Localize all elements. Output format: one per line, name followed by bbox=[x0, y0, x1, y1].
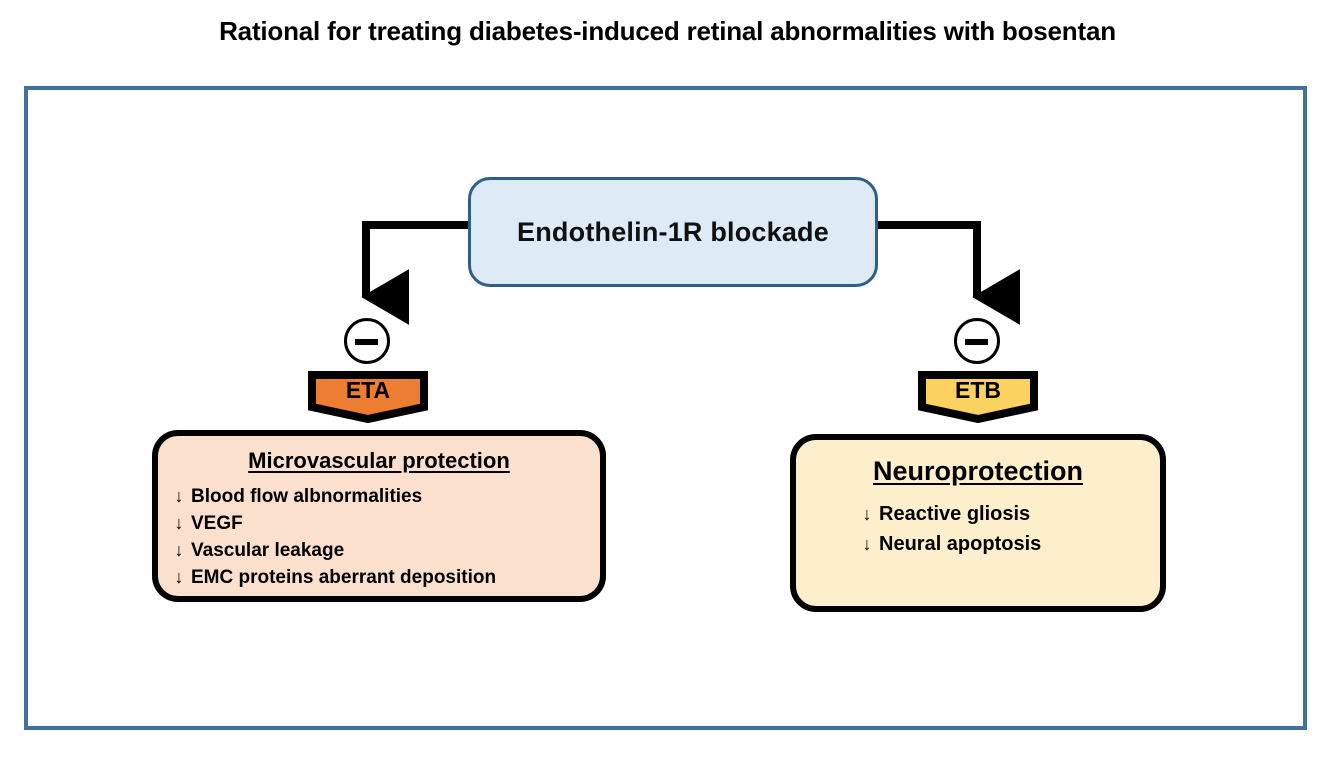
outcome-box-neuroprotection: Neuroprotection ↓ Reactive gliosis ↓ Neu… bbox=[790, 434, 1166, 612]
outcome-item: ↓ Vascular leakage bbox=[170, 537, 600, 564]
down-arrow-icon: ↓ bbox=[862, 534, 872, 554]
receptor-etb[interactable]: ETB bbox=[918, 371, 1038, 423]
down-arrow-icon: ↓ bbox=[174, 540, 184, 560]
outcome-item: ↓ Neural apoptosis bbox=[858, 529, 1160, 559]
receptor-eta[interactable]: ETA bbox=[308, 371, 428, 423]
outcome-list-microvascular: ↓ Blood flow albnormalities ↓ VEGF ↓ Vas… bbox=[158, 483, 600, 591]
outcome-box-microvascular-protection: Microvascular protection ↓ Blood flow al… bbox=[152, 430, 606, 602]
node-endothelin-1r-blockade[interactable]: Endothelin-1R blockade bbox=[468, 177, 878, 287]
outcome-item-label: Reactive gliosis bbox=[879, 503, 1031, 525]
figure-title: Rational for treating diabetes-induced r… bbox=[219, 16, 1116, 46]
inhibition-minus-icon-eta bbox=[344, 318, 390, 364]
outcome-item: ↓ EMC proteins aberrant deposition bbox=[170, 564, 600, 591]
outcome-heading-neuroprotection: Neuroprotection bbox=[872, 456, 1083, 486]
central-node-label: Endothelin-1R blockade bbox=[517, 216, 829, 247]
receptor-pentagon-shape-etb bbox=[918, 371, 1038, 423]
outcome-heading-microvascular: Microvascular protection bbox=[248, 448, 510, 473]
outcome-item-label: Neural apoptosis bbox=[879, 533, 1042, 555]
outcome-list-neuroprotection: ↓ Reactive gliosis ↓ Neural apoptosis bbox=[796, 499, 1160, 559]
outcome-item-label: Vascular leakage bbox=[191, 540, 345, 561]
minus-bar bbox=[965, 338, 988, 345]
outcome-item: ↓ VEGF bbox=[170, 510, 600, 537]
outcome-item: ↓ Reactive gliosis bbox=[858, 499, 1160, 529]
minus-bar bbox=[355, 338, 378, 345]
receptor-pentagon-shape-eta bbox=[308, 371, 428, 423]
down-arrow-icon: ↓ bbox=[862, 504, 872, 524]
down-arrow-icon: ↓ bbox=[174, 513, 184, 533]
down-arrow-icon: ↓ bbox=[174, 567, 184, 587]
inhibition-minus-icon-etb bbox=[954, 318, 1000, 364]
outcome-item-label: Blood flow albnormalities bbox=[191, 486, 423, 507]
outcome-item-label: EMC proteins aberrant deposition bbox=[191, 567, 497, 588]
outcome-item-label: VEGF bbox=[191, 513, 243, 534]
down-arrow-icon: ↓ bbox=[174, 486, 184, 506]
outcome-item: ↓ Blood flow albnormalities bbox=[170, 483, 600, 510]
